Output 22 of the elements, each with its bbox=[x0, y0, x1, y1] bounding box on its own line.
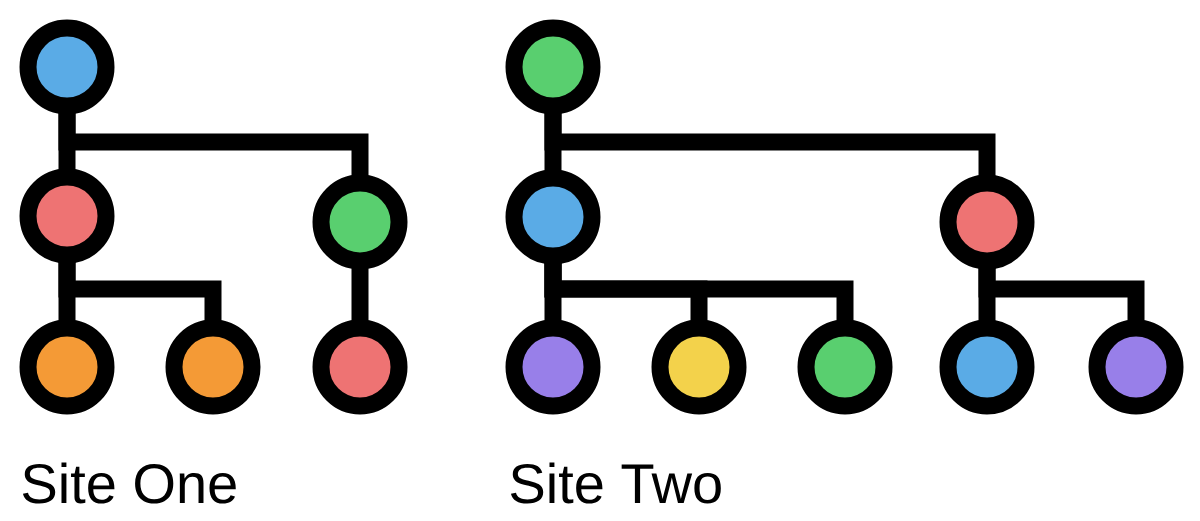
circle-node bbox=[312, 319, 408, 415]
circle-node bbox=[797, 319, 893, 415]
circle-node bbox=[505, 319, 601, 415]
connector-line bbox=[58, 261, 222, 322]
connector-line bbox=[544, 112, 996, 177]
connector-line bbox=[351, 267, 369, 322]
circle-node bbox=[19, 19, 115, 115]
circle-node bbox=[505, 19, 601, 115]
connector-line bbox=[978, 267, 1145, 322]
tree-caption: Site One bbox=[22, 462, 236, 504]
circle-node bbox=[1088, 319, 1184, 415]
circle-node bbox=[19, 168, 115, 264]
circle-node bbox=[651, 319, 747, 415]
connector-line bbox=[544, 262, 854, 322]
circle-node bbox=[19, 319, 115, 415]
circle-node bbox=[165, 319, 261, 415]
circle-node bbox=[939, 319, 1035, 415]
circle-node bbox=[939, 174, 1035, 270]
circle-node bbox=[312, 174, 408, 270]
tree-caption: Site Two bbox=[510, 462, 721, 504]
connector-line bbox=[58, 112, 369, 177]
circle-node bbox=[505, 169, 601, 265]
